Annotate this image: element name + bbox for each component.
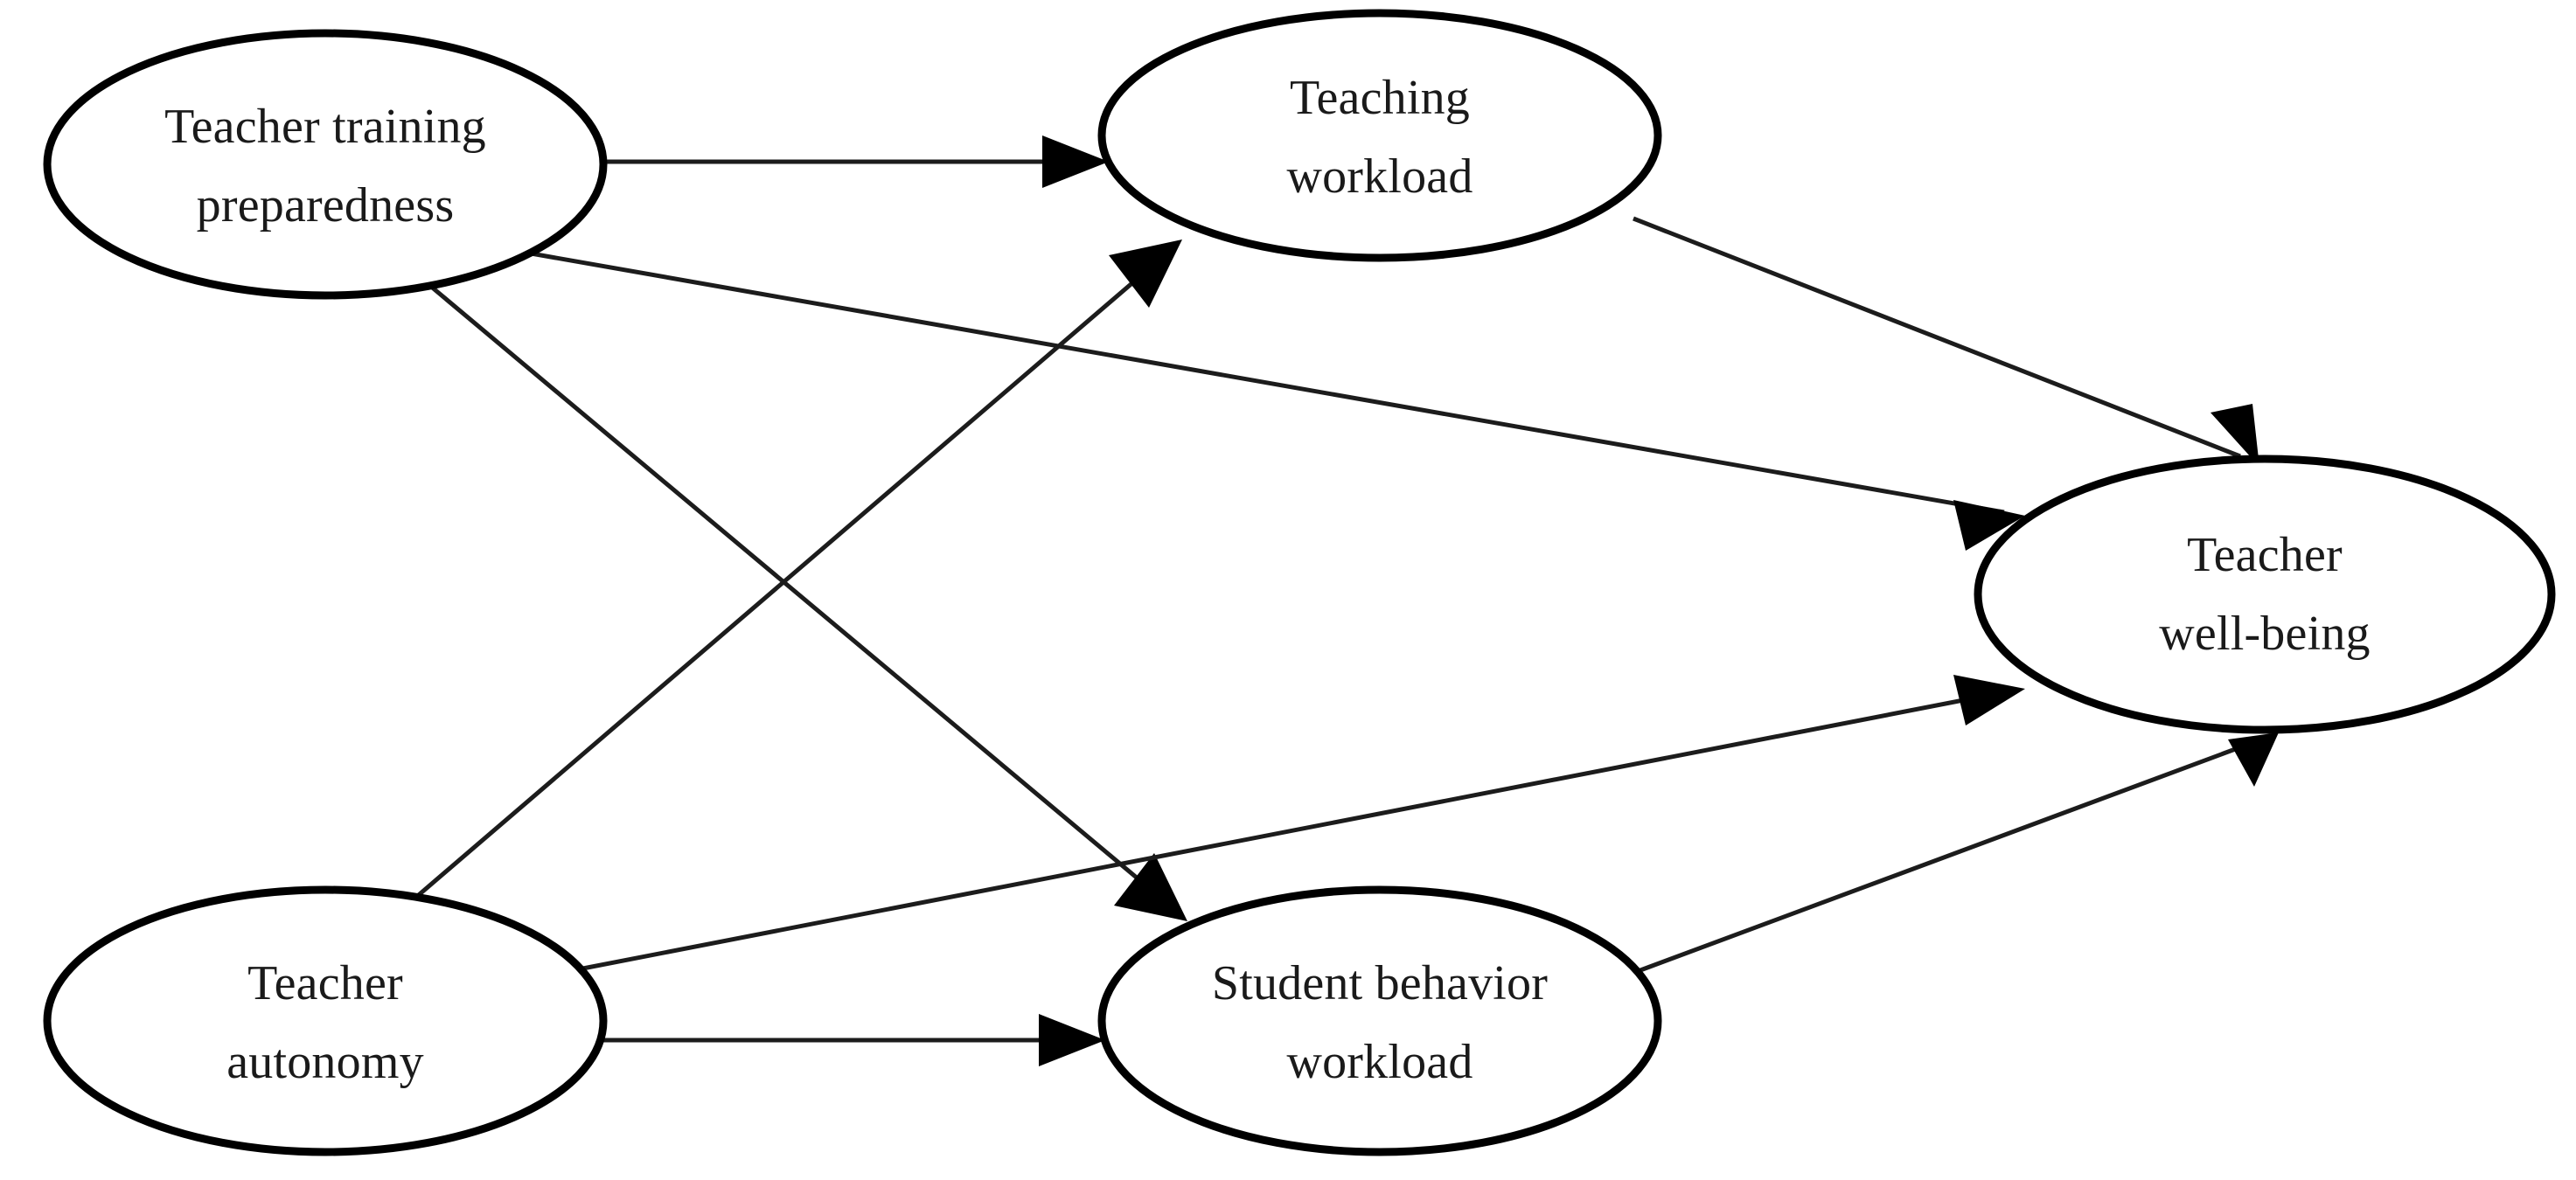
node-label-line2: well-being: [2159, 607, 2370, 661]
node-label-line1: Teacher training: [164, 100, 486, 154]
node-ellipse: [1974, 455, 2556, 734]
node-label-line2: workload: [1286, 149, 1472, 204]
edge-line: [1633, 216, 2241, 459]
arrow-head-icon: [1039, 1014, 1105, 1066]
arrow-head-icon: [1114, 853, 1187, 921]
edge-line: [423, 280, 1172, 907]
node-ellipse: [1097, 9, 1662, 262]
edge-training-to-well-being[interactable]: [520, 249, 2025, 551]
node-teacher-training-preparedness[interactable]: Teacher training preparedness: [43, 29, 608, 300]
node-label-line1: Teacher: [247, 956, 403, 1010]
node-ellipse: [43, 29, 608, 300]
node-ellipse: [43, 885, 608, 1156]
node-label-line1: Teacher: [2187, 528, 2343, 582]
node-label-line2: workload: [1286, 1035, 1472, 1089]
node-label-line1: Student behavior: [1212, 956, 1548, 1010]
node-teaching-workload[interactable]: Teaching workload: [1097, 9, 1662, 262]
edge-line: [520, 249, 2005, 515]
arrow-head-icon: [1042, 135, 1109, 188]
node-label-line2: preparedness: [197, 178, 455, 233]
node-student-behavior-workload[interactable]: Student behavior workload: [1097, 885, 1662, 1156]
edge-autonomy-to-student-behavior[interactable]: [603, 1014, 1105, 1066]
arrow-head-icon: [1953, 675, 2025, 725]
arrow-head-icon: [1953, 500, 2025, 551]
nodes-layer: Teacher training preparedness Teaching w…: [43, 9, 2556, 1156]
edge-line: [564, 690, 2005, 975]
edge-student-behavior-to-well-being[interactable]: [1640, 732, 2279, 973]
arrow-head-icon: [2228, 732, 2279, 787]
edge-line: [1640, 737, 2262, 973]
arrow-head-icon: [1109, 239, 1182, 308]
node-label-line2: autonomy: [226, 1035, 424, 1089]
edge-teaching-workload-to-well-being[interactable]: [1633, 216, 2259, 467]
node-teacher-well-being[interactable]: Teacher well-being: [1974, 455, 2556, 734]
edges-layer: [400, 135, 2279, 1066]
edge-autonomy-to-teaching-workload[interactable]: [400, 239, 1182, 911]
node-ellipse: [1097, 885, 1662, 1156]
edge-line: [400, 253, 1166, 911]
edge-training-to-student-behavior[interactable]: [423, 280, 1187, 921]
node-label-line1: Teaching: [1290, 71, 1470, 125]
edge-autonomy-to-well-being[interactable]: [564, 675, 2025, 975]
node-teacher-autonomy[interactable]: Teacher autonomy: [43, 885, 608, 1156]
arrow-head-icon: [2210, 404, 2259, 467]
edge-training-to-teaching-workload[interactable]: [603, 135, 1109, 188]
